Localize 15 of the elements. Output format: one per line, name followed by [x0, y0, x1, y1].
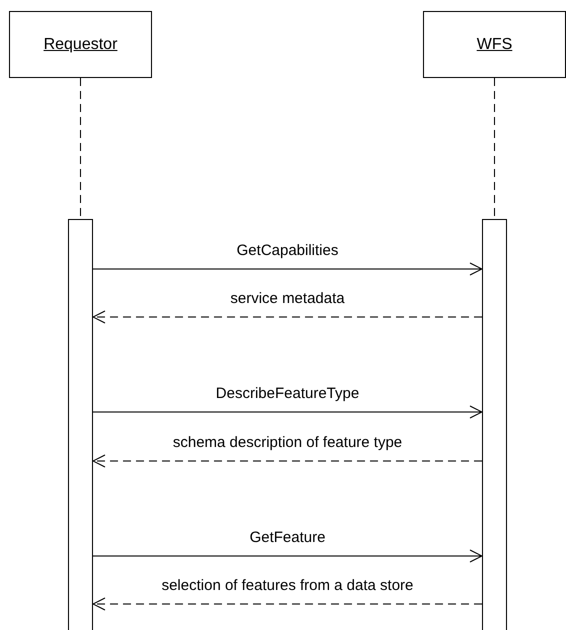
lifeline-head-box [423, 11, 566, 78]
participant-name: Requestor [44, 36, 118, 54]
message-arrow [92, 550, 482, 562]
message-label: DescribeFeatureType [214, 385, 362, 403]
message-label: GetCapabilities [234, 242, 340, 260]
activation-bar [482, 219, 507, 630]
return-message-arrow [92, 454, 482, 468]
return-message-arrow [92, 598, 482, 610]
message-arrow [92, 262, 482, 276]
activation-bar [68, 219, 93, 630]
return-message-arrow [92, 310, 482, 324]
message-arrow [92, 406, 482, 418]
message-label: schema description of feature type [170, 434, 404, 452]
lifeline-head-box [9, 11, 152, 78]
participant-name: WFS [476, 36, 512, 54]
